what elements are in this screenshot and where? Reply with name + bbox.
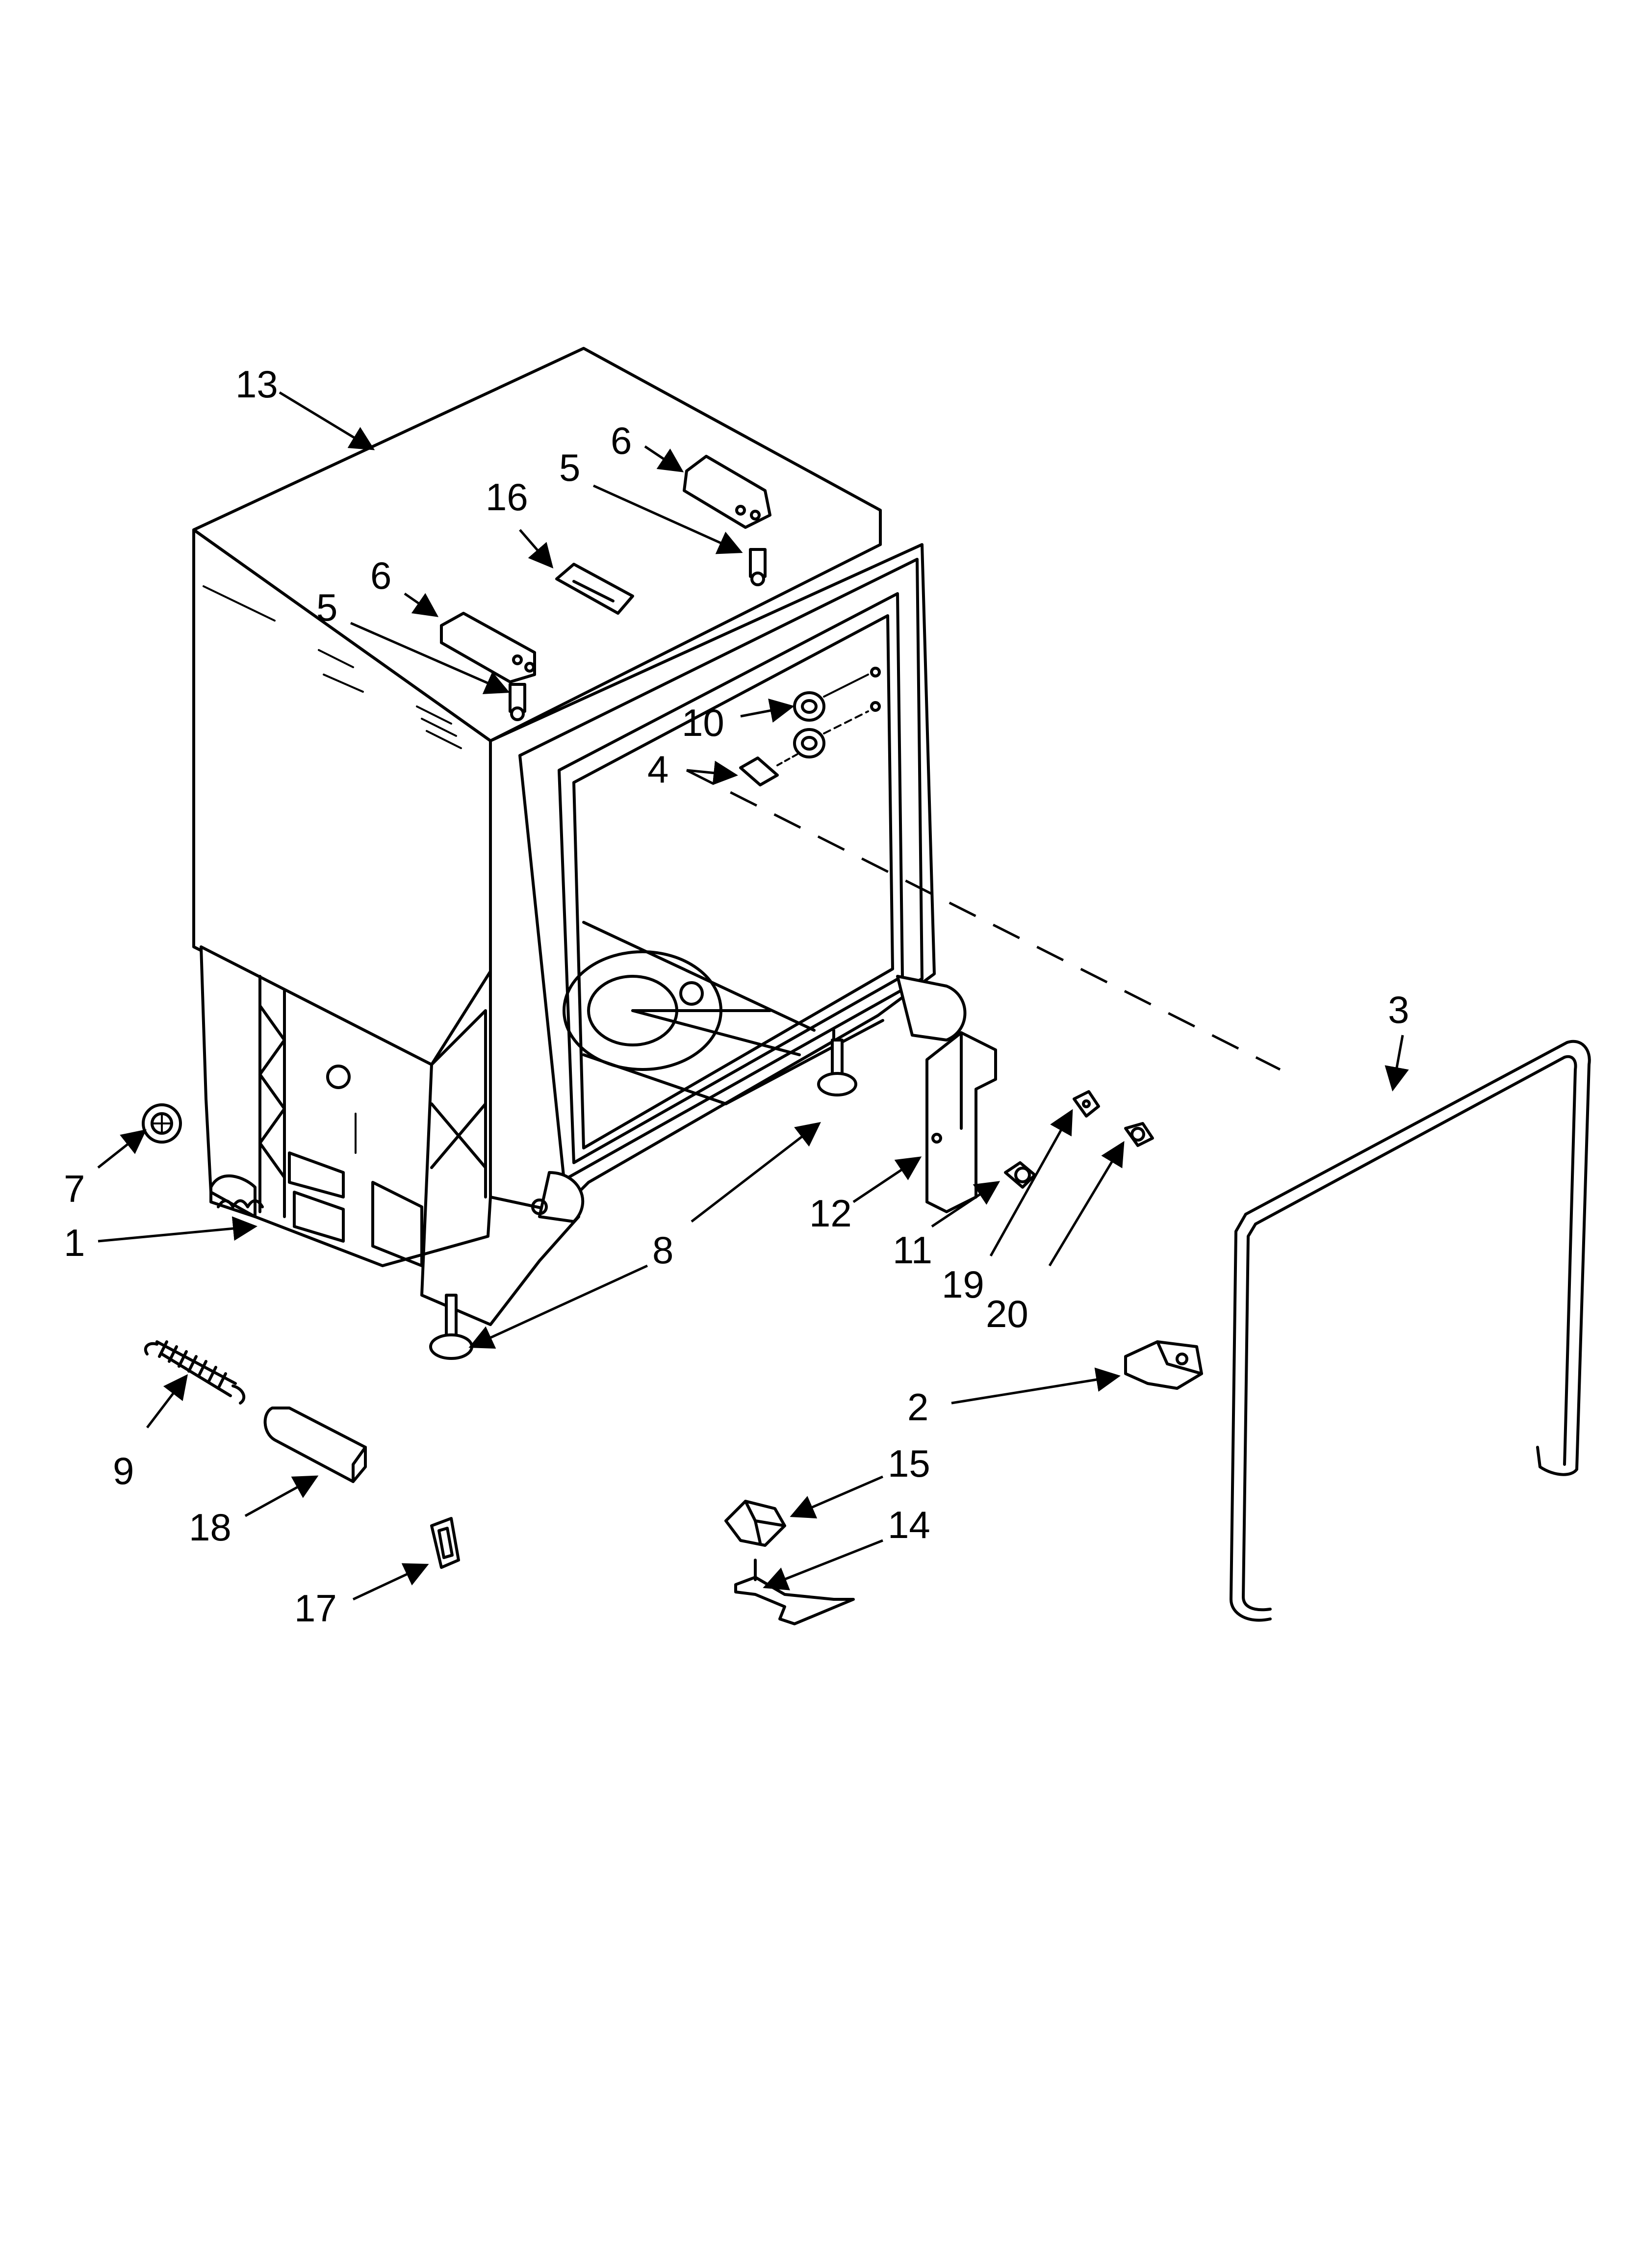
callout-13: 13 [235,363,278,406]
callout-11: 11 [893,1228,932,1272]
hinge-bracket-left [440,612,536,683]
callout-18: 18 [189,1506,231,1549]
callout-4: 4 [647,748,668,791]
callout-5-top: 5 [559,446,580,489]
tub-assembly [192,347,967,1326]
small-screw [1124,1122,1154,1147]
callout-6-left: 6 [370,554,391,597]
callout-5-left: 5 [316,586,337,629]
bracket-screw [1004,1161,1036,1189]
screw-top-right [749,548,767,586]
spring [144,1340,246,1405]
tub-pad [555,563,634,615]
callout-12: 12 [809,1192,852,1235]
callout-17: 17 [294,1587,337,1630]
callout-16: 16 [486,475,528,519]
callout-10: 10 [682,701,724,744]
screw-left [509,683,526,721]
thermostat-bracket [734,1559,855,1625]
callout-7: 7 [64,1167,85,1210]
thermostat [724,1500,786,1547]
callout-3: 3 [1388,988,1409,1031]
callout-1: 1 [64,1221,85,1264]
callout-19: 19 [942,1263,984,1306]
callout-2: 2 [907,1385,928,1429]
hinge-cover [263,1407,367,1483]
callout-9: 9 [113,1449,134,1492]
leveling-leg-rear [817,1039,857,1096]
hole-plug [142,1103,182,1144]
door-latch [1124,1340,1203,1390]
cover-clip [430,1517,460,1569]
callout-14: 14 [888,1503,930,1546]
callout-20: 20 [986,1292,1028,1335]
callout-6-top: 6 [611,419,632,462]
mounting-bracket [925,1031,997,1213]
callout-labels: 13 6 5 16 6 5 10 4 3 7 1 8 12 11 19 20 2… [64,363,1409,1630]
callout-8: 8 [652,1228,673,1272]
callout-15: 15 [888,1442,930,1485]
hinge-screw [739,752,800,786]
door-bushings [793,667,881,758]
door-gasket [1230,1040,1591,1622]
washer [1073,1090,1100,1118]
hinge-bracket-top-right [683,455,771,529]
assembly-axis [686,769,1281,1071]
leader-lines [97,391,1409,1601]
